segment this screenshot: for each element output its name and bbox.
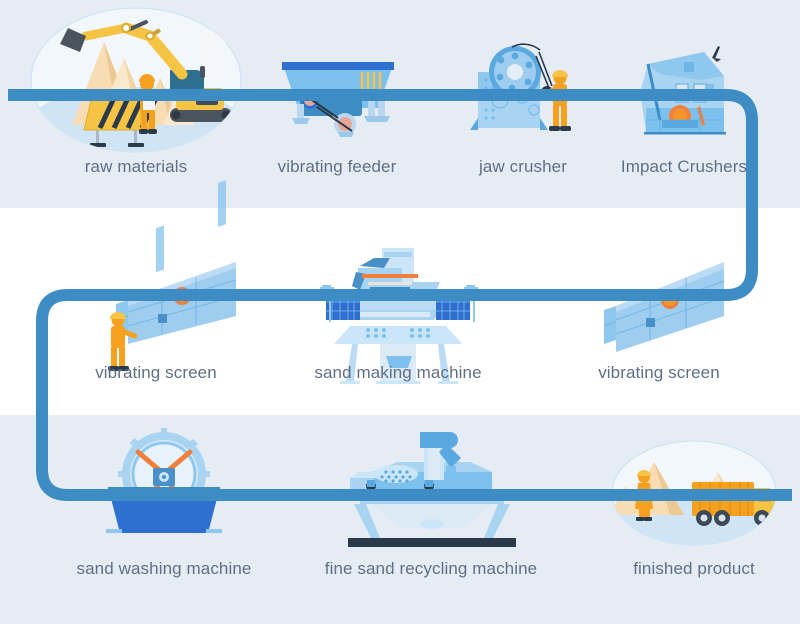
art-sand-making-machine [320, 248, 478, 384]
flow-pipe [8, 89, 792, 501]
label-impact-crushers: Impact Crushers [620, 157, 748, 176]
art-vibrating-screen-right [603, 262, 725, 352]
art-vibrating-screen-left [108, 180, 237, 371]
label-sand-washing-machine: sand washing machine [76, 559, 252, 578]
label-fine-sand-recycling: fine sand recycling machine [324, 559, 538, 578]
art-raw-materials [30, 7, 242, 153]
label-vibrating-screen-left: vibrating screen [95, 363, 217, 382]
label-vibrating-feeder: vibrating feeder [277, 157, 397, 176]
label-sand-making-machine: sand making machine [314, 363, 482, 382]
art-jaw-crusher [470, 43, 571, 131]
label-raw-materials: raw materials [84, 157, 188, 176]
art-sand-washing-machine [106, 428, 222, 533]
label-vibrating-screen-right: vibrating screen [598, 363, 720, 382]
label-finished-product: finished product [633, 559, 755, 578]
label-jaw-crusher: jaw crusher [478, 157, 568, 176]
